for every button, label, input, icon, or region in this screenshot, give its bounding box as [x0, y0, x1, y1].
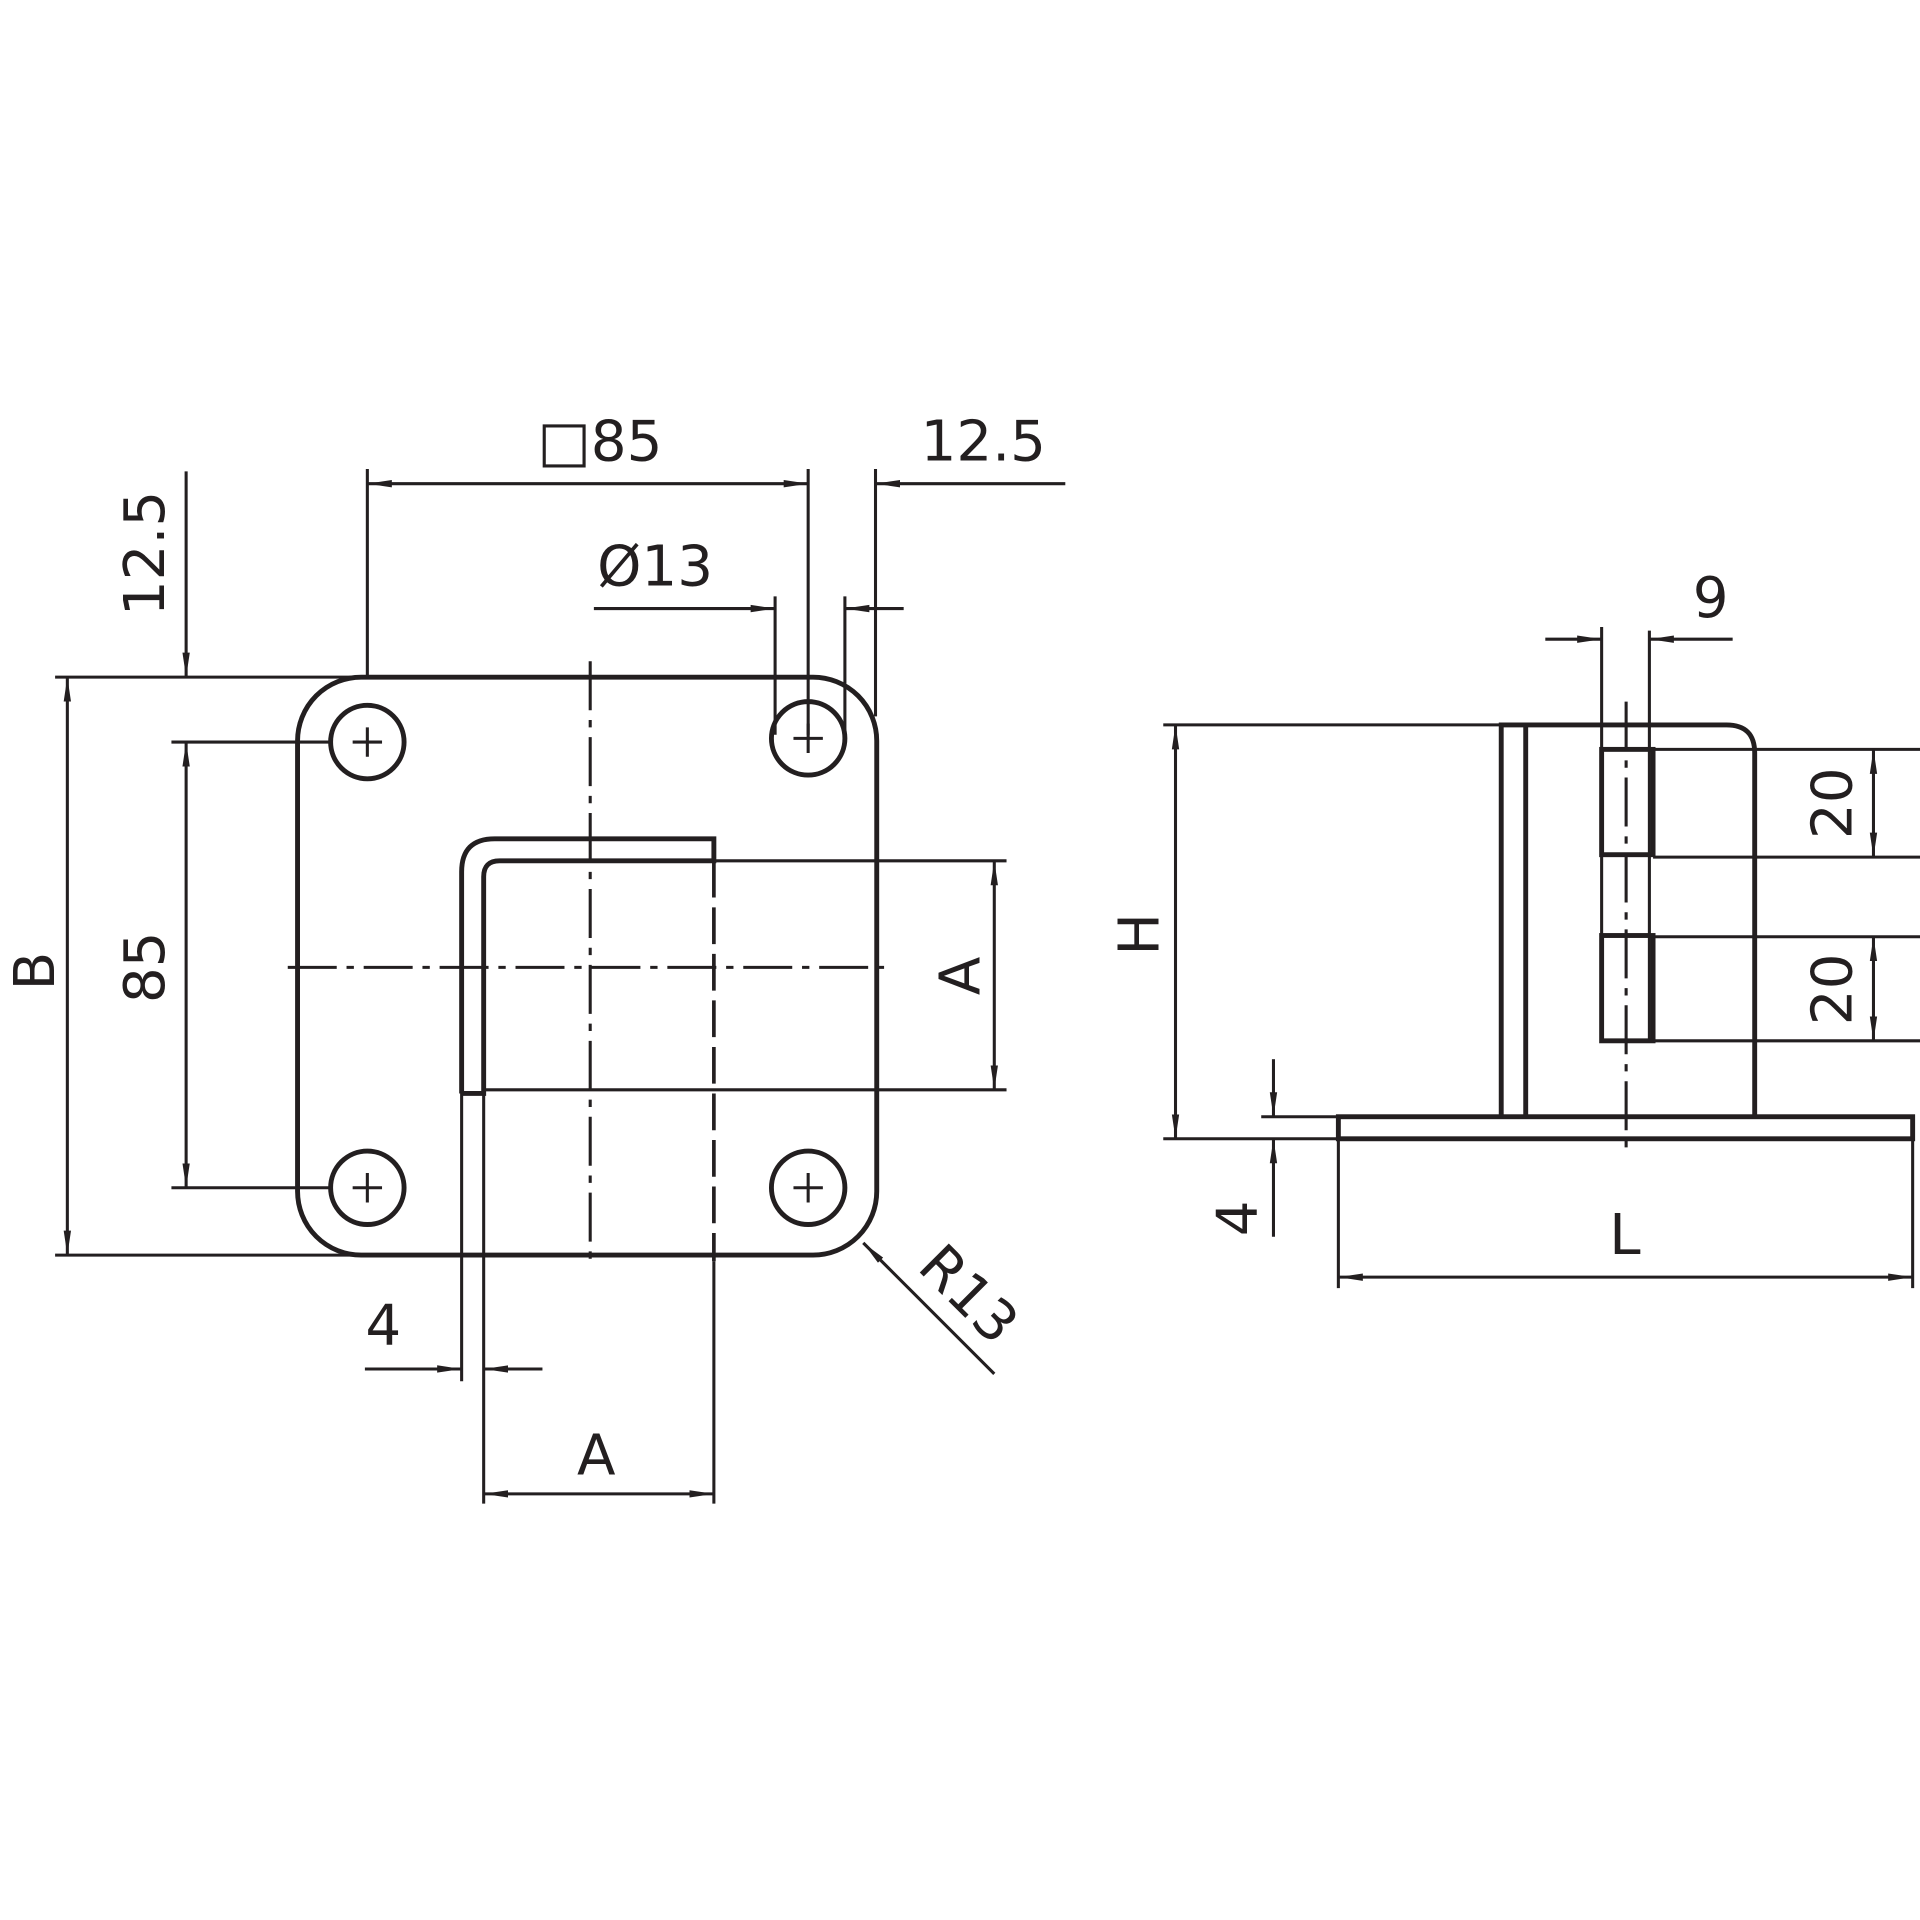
side-view: 9 20 20 H 4 L	[1107, 566, 1920, 1289]
hole-top-left	[328, 702, 407, 782]
label-12-5-side: 12.5	[113, 491, 178, 616]
label-85-vertical: 85	[113, 932, 178, 1004]
label-A-horizontal: A	[577, 1423, 616, 1488]
label-12-5-top: 12.5	[921, 409, 1046, 474]
side-vertical-plate	[1498, 722, 1758, 1117]
label-4-thickness: 4	[365, 1293, 401, 1358]
label-L: L	[1609, 1203, 1641, 1268]
hole-bottom-right	[768, 1148, 848, 1227]
hole-bottom-left	[328, 1148, 407, 1227]
label-20-upper: 20	[1800, 767, 1865, 839]
label-R13: R13	[906, 1233, 1030, 1357]
mounting-holes	[328, 699, 848, 1227]
label-A-vertical: A	[929, 956, 994, 995]
label-diameter-13: Ø13	[597, 534, 713, 599]
label-square-85: □85	[538, 409, 663, 474]
label-H: H	[1107, 913, 1172, 955]
label-20-lower: 20	[1800, 954, 1865, 1026]
label-4-base: 4	[1205, 1200, 1270, 1236]
radius-leader	[862, 1241, 996, 1375]
label-9: 9	[1693, 566, 1729, 631]
label-B: B	[3, 952, 68, 991]
front-view: □85 12.5 Ø13 12.5 85 B A 4 A R13	[3, 409, 1066, 1504]
